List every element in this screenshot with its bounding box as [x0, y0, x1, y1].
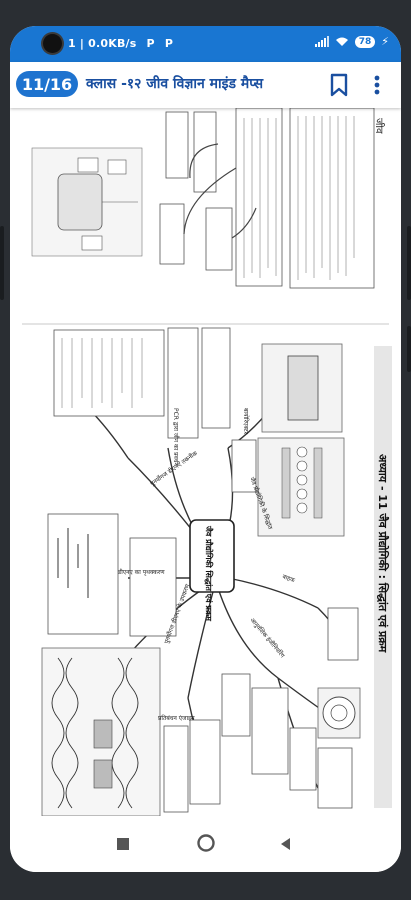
battery-level: 78 — [354, 35, 376, 48]
branch-label: आनुवंशिक इंजीनियरिंग — [248, 616, 286, 660]
status-bar: 1 | 0.0KB/s P P 78 ⚡ — [10, 26, 401, 62]
central-node-label: जैव प्रौद्योगिकी सिद्धांत एवं प्रक्रम — [204, 525, 214, 622]
app-notification-icon: P — [146, 37, 155, 50]
network-speed: 1 | 0.0KB/s — [68, 37, 137, 50]
page-indicator[interactable]: 11/16 — [16, 71, 78, 97]
volume-button — [0, 226, 4, 300]
status-left: 1 | 0.0KB/s P P — [68, 37, 173, 50]
branch-label: PCR द्वारा जीन का प्रवर्धन — [172, 408, 180, 467]
central-node — [189, 519, 235, 593]
charging-icon: ⚡ — [381, 35, 389, 48]
mind-map-figure: जीव अध्याय - 11 जैव प्रौद्योगिकी : सिद्ध… — [22, 108, 392, 816]
status-right: 78 ⚡ — [314, 35, 389, 48]
side-button-right-lower — [407, 326, 411, 372]
page-title: क्लास -१२ जीव विज्ञान माइंड मैप्स — [86, 76, 264, 92]
branch-label: वाहक — [281, 573, 296, 584]
chapter-heading: अध्याय - 11 जैव प्रौद्योगिकी : सिद्धांत … — [376, 454, 390, 653]
branch-label: बायोरिएक्टर — [242, 408, 250, 435]
more-options-icon[interactable] — [370, 72, 384, 98]
front-camera — [43, 34, 62, 53]
previous-chapter-heading: जीव — [373, 118, 385, 134]
branch-label: डीएनए का पृथक्करण — [117, 568, 165, 576]
app-notification-icon: P — [164, 37, 174, 50]
signal-icon — [314, 36, 329, 47]
app-bar: 11/16 क्लास -१२ जीव विज्ञान माइंड मैप्स — [10, 62, 401, 108]
phone-screen: 1 | 0.0KB/s P P 78 ⚡ 11/16 क्लास -१२ जीव… — [10, 26, 401, 872]
branch-label: प्रतिबंधन एंजाइम — [158, 714, 195, 722]
bookmark-icon[interactable] — [328, 72, 350, 98]
home-icon[interactable] — [196, 833, 216, 853]
back-icon[interactable] — [278, 836, 294, 852]
power-button — [407, 226, 411, 300]
pdf-page: जीव अध्याय - 11 जैव प्रौद्योगिकी : सिद्ध… — [18, 108, 393, 816]
system-nav-bar — [10, 818, 401, 872]
wifi-icon — [335, 37, 348, 46]
pdf-viewer[interactable]: जीव अध्याय - 11 जैव प्रौद्योगिकी : सिद्ध… — [10, 108, 401, 818]
recent-apps-icon[interactable] — [115, 836, 131, 852]
